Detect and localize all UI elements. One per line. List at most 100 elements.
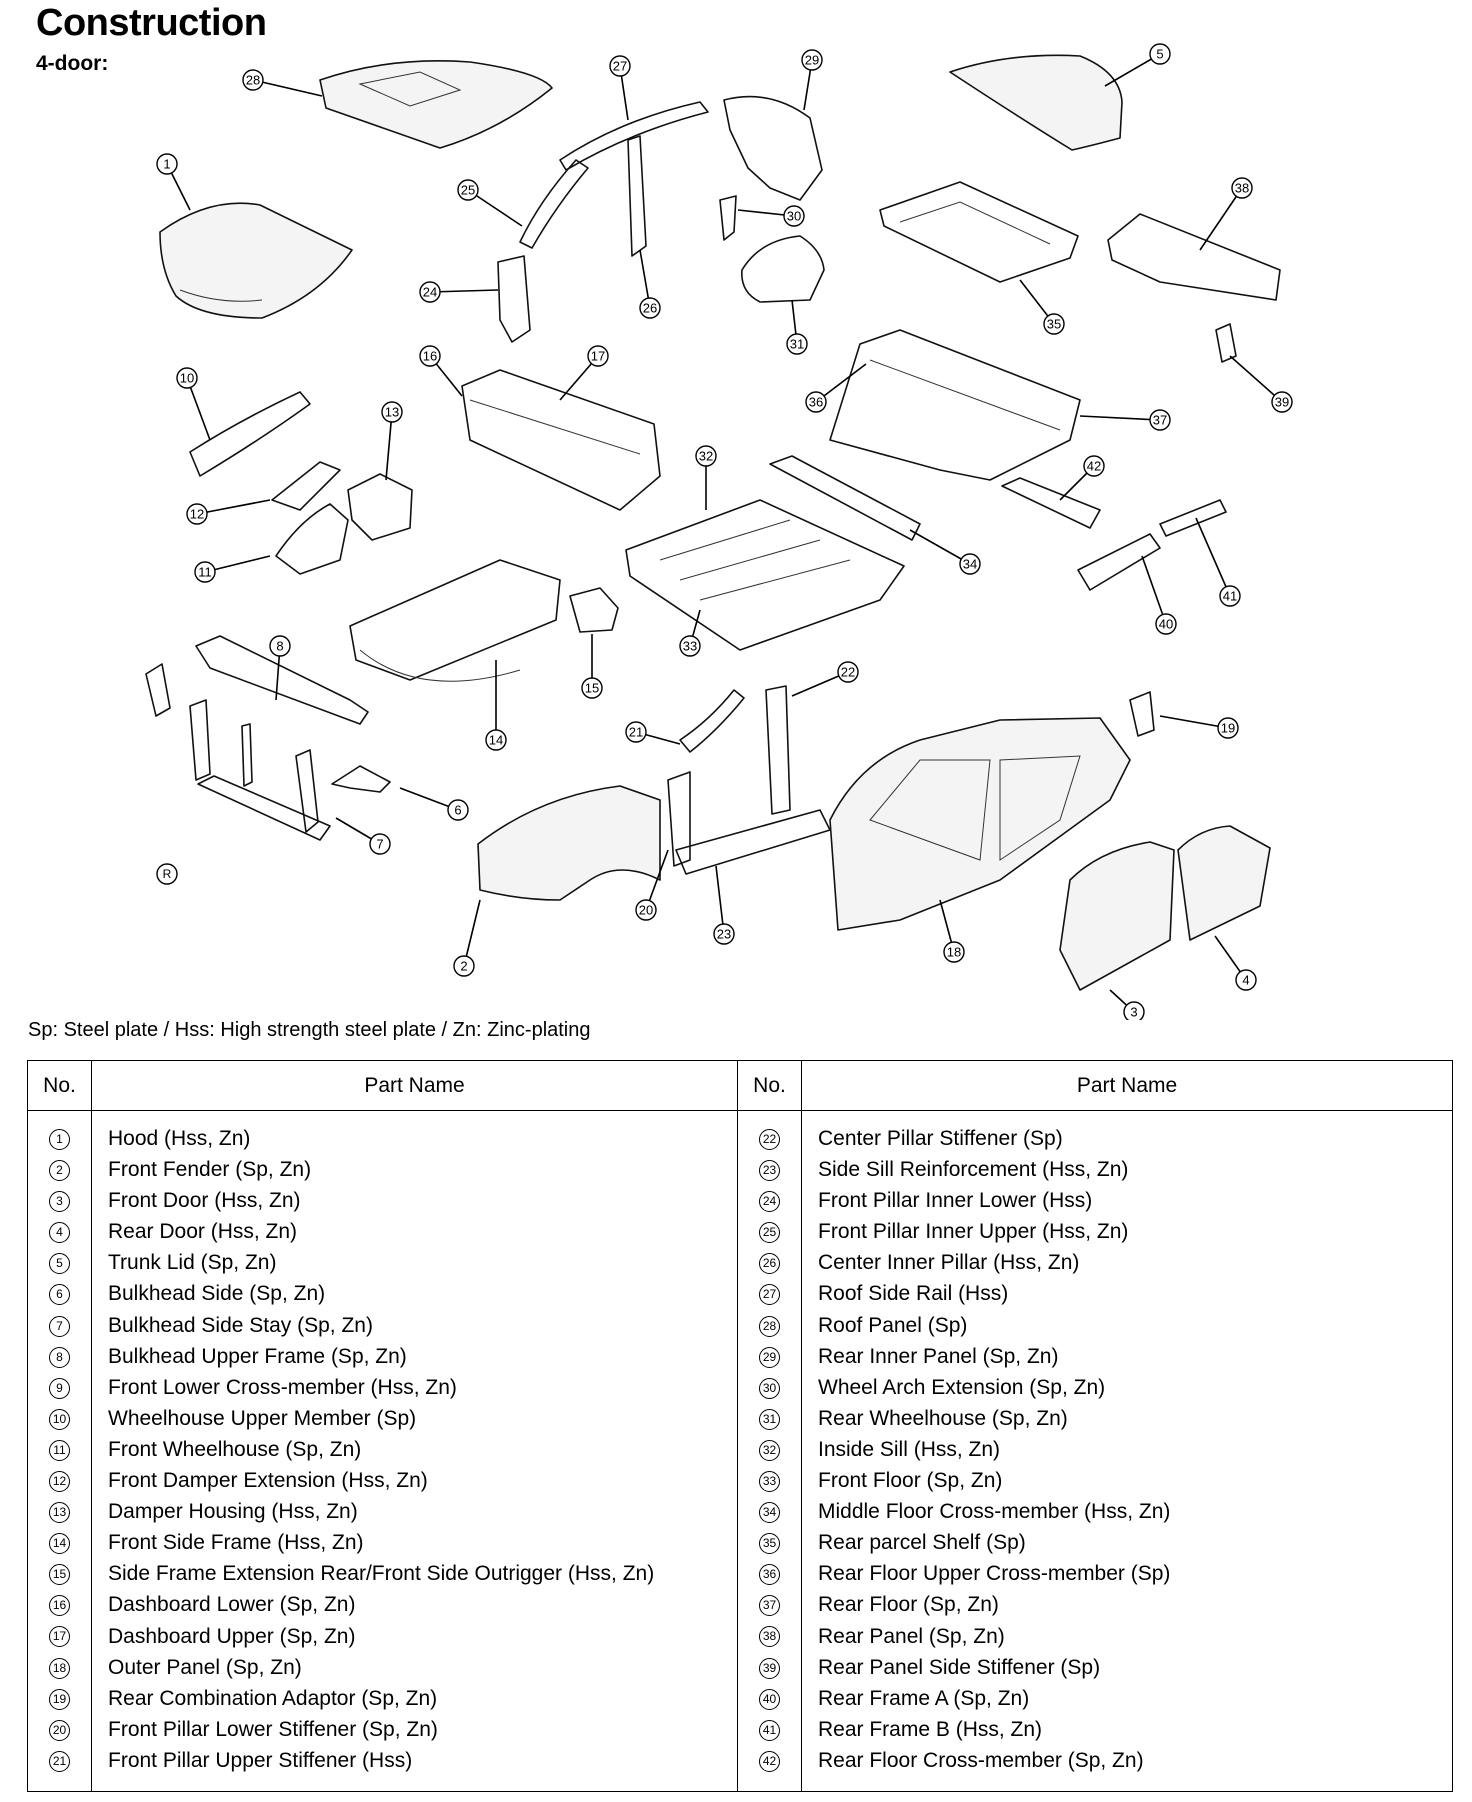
leader-line: [1141, 555, 1167, 625]
callout-25: 25: [457, 179, 479, 201]
part-bulkhead-side: [295, 749, 391, 833]
table-row-number: 20: [28, 1714, 91, 1745]
callout-30: 30: [783, 205, 805, 227]
table-row-number: 38: [738, 1621, 801, 1652]
left-names-column: Hood (Hss, Zn)Front Fender (Sp, Zn)Front…: [91, 1110, 738, 1792]
table-row-number: 17: [28, 1621, 91, 1652]
part-number: 20: [49, 1719, 70, 1741]
table-row-number: 15: [28, 1558, 91, 1589]
part-rear-panel: [1107, 213, 1281, 301]
callout-29: 29: [801, 49, 823, 71]
table-row-number: 39: [738, 1652, 801, 1683]
part-name: Dashboard Lower (Sp, Zn): [108, 1593, 356, 1617]
leader-line: [1079, 415, 1161, 421]
part-rear-parcel-shelf: [879, 181, 1079, 283]
part-number: 27: [759, 1284, 780, 1306]
part-name: Bulkhead Side (Sp, Zn): [108, 1282, 326, 1306]
part-number: 11: [49, 1439, 70, 1461]
table-row-number: 35: [738, 1527, 801, 1558]
callout-36: 36: [805, 391, 827, 413]
callout-35: 35: [1043, 313, 1065, 335]
callout-number: 10: [180, 371, 194, 386]
part-number: 24: [759, 1191, 780, 1213]
callout-number: 7: [376, 837, 383, 852]
callout-number: 19: [1221, 721, 1235, 736]
callout-21: 21: [625, 721, 647, 743]
callout-12: 12: [186, 503, 208, 525]
callout-number: 37: [1153, 413, 1167, 428]
part-trunk-lid: [949, 54, 1123, 151]
part-name: Front Floor (Sp, Zn): [818, 1469, 1003, 1493]
callout-34: 34: [959, 553, 981, 575]
part-number: 31: [759, 1408, 780, 1430]
part-number: 41: [759, 1719, 780, 1741]
part-number: 39: [759, 1657, 780, 1679]
table-row-number: 25: [738, 1216, 801, 1247]
callout-1: 1: [156, 153, 178, 175]
header-part-name-right: Part Name: [801, 1060, 1453, 1111]
callout-11: 11: [194, 561, 216, 583]
part-rear-wheelhouse: [719, 195, 825, 303]
part-name: Front Pillar Inner Upper (Hss, Zn): [818, 1220, 1129, 1244]
leader-line: [1159, 715, 1229, 729]
part-name: Side Sill Reinforcement (Hss, Zn): [818, 1158, 1129, 1182]
part-number: 35: [759, 1533, 780, 1555]
part-pillar-stiffeners: [667, 685, 831, 875]
table-row-number: 27: [738, 1278, 801, 1309]
part-number: 13: [49, 1502, 70, 1524]
callout-number: 18: [947, 945, 961, 960]
callout-number: 39: [1275, 395, 1289, 410]
part-middle-floor-cross-member: [769, 455, 921, 541]
part-name: Side Frame Extension Rear/Front Side Out…: [108, 1562, 655, 1586]
part-number: 2: [49, 1160, 70, 1182]
callout-number: 24: [423, 285, 437, 300]
part-front-fender: [477, 785, 661, 901]
callout-number: 15: [585, 681, 599, 696]
callout-number: 16: [423, 349, 437, 364]
part-name: Trunk Lid (Sp, Zn): [108, 1251, 277, 1275]
part-rear-inner-panel: [723, 95, 823, 201]
callout-number: 6: [454, 803, 461, 818]
callout-number: 23: [717, 927, 731, 942]
part-number: 25: [759, 1222, 780, 1244]
callout-18: 18: [943, 941, 965, 963]
callout-26: 26: [639, 297, 661, 319]
part-number: 37: [759, 1595, 780, 1617]
table-row-number: 11: [28, 1434, 91, 1465]
page-title: Construction: [36, 2, 267, 44]
callout-number: 25: [461, 183, 475, 198]
callout-number: 12: [190, 507, 204, 522]
table-row-number: 3: [28, 1185, 91, 1216]
part-name: Front Side Frame (Hss, Zn): [108, 1531, 364, 1555]
part-number: 18: [49, 1657, 70, 1679]
part-number: 19: [49, 1688, 70, 1710]
part-hood: [159, 202, 353, 319]
table-header-row: No. Part Name No. Part Name: [27, 1060, 1453, 1111]
part-name: Front Damper Extension (Hss, Zn): [108, 1469, 428, 1493]
callout-7: 7: [369, 833, 391, 855]
callout-24: 24: [419, 281, 441, 303]
callout-number: 4: [1242, 973, 1249, 988]
part-rear-panel-side-stiffener: [1215, 323, 1237, 363]
part-name: Center Pillar Stiffener (Sp): [818, 1127, 1063, 1150]
table-row-number: 7: [28, 1310, 91, 1341]
callout-number: 8: [276, 639, 283, 654]
material-legend: Sp: Steel plate / Hss: High strength ste…: [28, 1019, 591, 1041]
callout-number: 20: [639, 903, 653, 918]
callout-14: 14: [485, 729, 507, 751]
part-name: Front Lower Cross-member (Hss, Zn): [108, 1375, 457, 1399]
part-name: Hood (Hss, Zn): [108, 1127, 251, 1150]
callout-23: 23: [713, 923, 735, 945]
part-rear-floor: [829, 329, 1081, 481]
part-name: Rear Combination Adaptor (Sp, Zn): [108, 1686, 438, 1710]
callout-15: 15: [581, 677, 603, 699]
callout-20: 20: [635, 899, 657, 921]
part-name: Front Wheelhouse (Sp, Zn): [108, 1437, 362, 1461]
table-row-number: 2: [28, 1154, 91, 1185]
part-number: 32: [759, 1439, 780, 1461]
part-name: Rear Panel Side Stiffener (Sp): [818, 1655, 1101, 1679]
part-number: 33: [759, 1470, 780, 1492]
